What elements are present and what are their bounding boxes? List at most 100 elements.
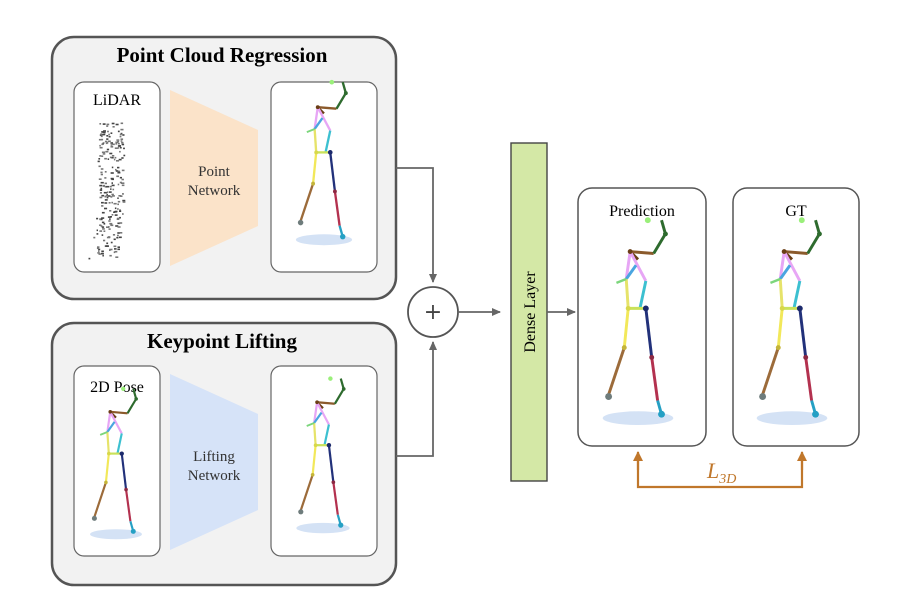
lidar-point [103,130,106,132]
lidar-point [118,158,122,161]
lidar-point [114,248,117,250]
lidar-point [100,181,104,184]
lidar-point [101,221,105,224]
lidar-point [113,238,116,241]
lifting-network-label-line2: Network [188,468,241,484]
lidar-point [108,135,111,138]
point-network-label-line2: Network [188,183,241,199]
lidar-point [101,201,104,204]
lidar-point [119,133,122,136]
lidar-point [101,151,106,154]
lidar-point [122,213,124,215]
fusion-sum-node: + [407,286,459,338]
lidar-point [110,188,112,190]
lidar-point [119,222,123,224]
lidar-point [103,230,106,232]
lidar-label: LiDAR [93,92,141,109]
lidar-point [105,195,108,197]
lidar-point [108,202,111,204]
lidar-point [114,250,118,253]
point-cloud-regression-block: Point Cloud Regression LiDAR Point Netwo… [50,35,398,301]
prediction-panel: Prediction [577,187,707,447]
lidar-point [119,232,123,234]
lidar-point [105,142,108,145]
lidar-point [104,140,108,143]
lidar-point [107,195,111,197]
lidar-point [97,160,100,163]
lidar-point [101,226,105,228]
lidar-point [106,185,110,188]
lidar-point [106,125,109,127]
lidar-point [97,246,100,248]
lidar-point [115,168,117,171]
lidar-point [111,156,114,159]
lidar-point [117,141,120,143]
lidar-point [102,133,105,136]
lidar-point [103,133,106,136]
lidar-point [109,185,112,188]
prediction-label: Prediction [609,203,675,220]
lidar-point [114,147,118,149]
lidar-point [117,130,120,133]
lifting-network-trapezoid [170,374,258,550]
lidar-point [111,182,113,184]
lidar-point [115,170,119,172]
lidar-point [111,155,115,157]
lidar-point [111,184,115,187]
lifting-network-label-line1: Lifting [193,449,235,465]
lidar-point [110,241,113,244]
lidar-point [111,201,113,204]
lidar-point [108,226,110,228]
lidar-point [101,131,105,133]
lidar-point [109,254,112,257]
lidar-point [113,202,117,205]
lidar-point [99,189,103,191]
lidar-point [100,173,103,176]
lidar-point [99,155,102,157]
lidar-point [106,138,109,140]
lidar-point [120,182,124,184]
lidar-point [107,130,109,133]
lidar-point [98,138,102,141]
lidar-point [121,141,124,144]
lidar-point [104,131,106,134]
lifted-pose-panel [270,365,378,557]
lidar-point [111,195,115,197]
lidar-point [93,236,96,239]
lidar-point [115,225,119,227]
lidar-point [122,201,126,203]
lidar-point [98,253,101,255]
lidar-point [121,184,125,187]
lidar-point [98,158,101,160]
lidar-point [100,252,104,255]
lidar-point [105,150,109,153]
lidar-point [120,128,124,131]
lidar-point [101,217,105,219]
lidar-point [114,214,118,216]
lidar-point [121,157,124,159]
lidar-point [110,172,114,174]
lidar-point [117,166,120,169]
lidar-point [101,138,104,141]
lidar-point [111,214,114,216]
keypoint-lifting-block: Keypoint Lifting 2D Pose Lifting Network [50,321,398,587]
lidar-point [117,200,121,203]
lidar-point [96,217,99,220]
lidar-point [113,245,117,248]
lidar-point [100,135,103,138]
lidar-point [117,246,120,248]
lidar-point [119,146,122,149]
lidar-point [101,205,104,207]
lidar-point [119,236,122,239]
lidar-point [117,226,121,228]
lidar-point [96,247,99,250]
lidar-point [116,218,120,220]
lidar-point [113,158,116,161]
lidar-point [99,196,103,199]
lidar-point [108,133,110,136]
lidar-point [110,146,114,148]
lidar-point [104,186,108,188]
lidar-point [117,145,121,147]
lidar-point [99,144,101,147]
lidar-point [117,170,121,173]
